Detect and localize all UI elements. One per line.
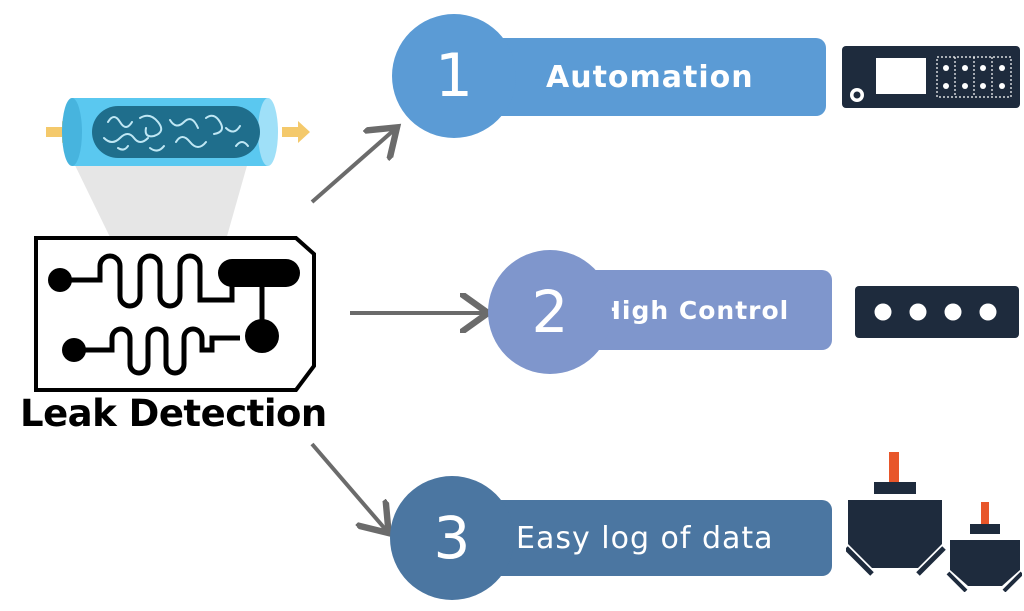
step-1-pill: Automation [466, 38, 826, 116]
step-2-number-text: 2 [531, 278, 569, 346]
step-3-number: 3 [390, 476, 514, 600]
step-1-number-text: 1 [434, 41, 474, 111]
arrow-to-step-1 [310, 130, 394, 204]
step-2-number: 2 [488, 250, 612, 374]
arrow-to-step-3 [310, 442, 386, 530]
page-title: Leak Detection [20, 392, 327, 435]
sensor-nozzle-large [846, 452, 946, 576]
chip-ports [48, 259, 300, 362]
sensor-nozzle-small [946, 502, 1022, 592]
step-2-label: High Control [600, 295, 790, 325]
microfluidic-illustration [34, 98, 316, 392]
four-valve-bar-icon [855, 286, 1019, 338]
step-3-pill: Easy log of data [452, 500, 832, 576]
step-3-label: Easy log of data [516, 520, 774, 556]
step-3-number-text: 3 [433, 504, 471, 572]
microfluidic-tube-icon [62, 98, 278, 166]
sensor-nozzle-icons [846, 452, 1022, 592]
controller-panel-icon [842, 46, 1020, 108]
step-1-number: 1 [392, 14, 516, 138]
step-1-label: Automation [546, 59, 754, 95]
